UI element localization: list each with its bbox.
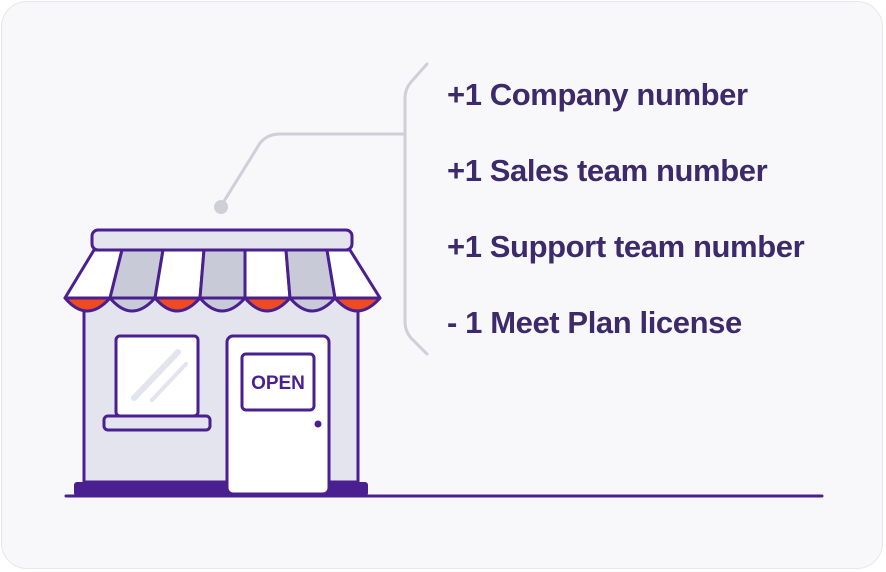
feature-list: +1 Company number +1 Sales team number +…	[447, 72, 805, 376]
open-sign	[240, 352, 316, 412]
shop-door: OPEN	[225, 334, 331, 496]
feature-item-sales-number: +1 Sales team number	[447, 153, 768, 188]
door-knob	[314, 420, 322, 428]
shop-awning	[63, 248, 382, 313]
feature-item-company-number: +1 Company number	[447, 77, 748, 112]
shop-window	[102, 334, 212, 432]
shop-roof	[90, 228, 354, 252]
feature-item-support-number: +1 Support team number	[447, 229, 805, 264]
open-sign-text: OPEN	[251, 373, 305, 394]
connector-line	[214, 62, 429, 356]
feature-item-meet-license: - 1 Meet Plan license	[447, 305, 742, 340]
